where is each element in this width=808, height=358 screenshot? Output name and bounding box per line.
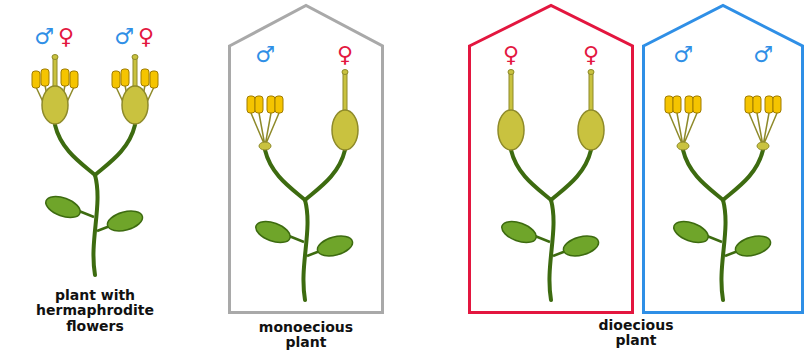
- monoecious-frame: ♂♀monoecious plant: [228, 4, 384, 314]
- female-plant: [498, 70, 604, 301]
- female-symbol: ♀: [503, 44, 519, 66]
- female-symbol: ♀: [583, 44, 599, 66]
- caption: plant with hermaphrodite flowers: [29, 288, 161, 334]
- female-symbol: ♀: [138, 26, 154, 48]
- female-frame: ♀♀: [468, 4, 634, 314]
- male-frame: ♂♂: [642, 4, 804, 314]
- house-outline: [468, 4, 634, 314]
- caption: monoecious plant: [244, 320, 368, 351]
- male-symbol: ♂: [753, 44, 773, 66]
- male-symbol: ♂: [114, 26, 134, 48]
- monoecious-plant: [247, 70, 358, 301]
- female-symbol: ♀: [58, 26, 74, 48]
- male-symbol: ♂: [34, 26, 54, 48]
- house-outline: [644, 6, 803, 313]
- house-outline: [228, 4, 384, 314]
- male-symbol: ♂: [673, 44, 693, 66]
- hermaphrodite-plant: [32, 55, 158, 276]
- house-outline: [470, 6, 633, 313]
- caption: dioecious plant: [581, 318, 691, 349]
- house-outline: [642, 4, 804, 314]
- house-outline: [230, 6, 383, 313]
- male-plant: [665, 96, 781, 300]
- male-symbol: ♂: [255, 44, 275, 66]
- female-symbol: ♀: [337, 44, 353, 66]
